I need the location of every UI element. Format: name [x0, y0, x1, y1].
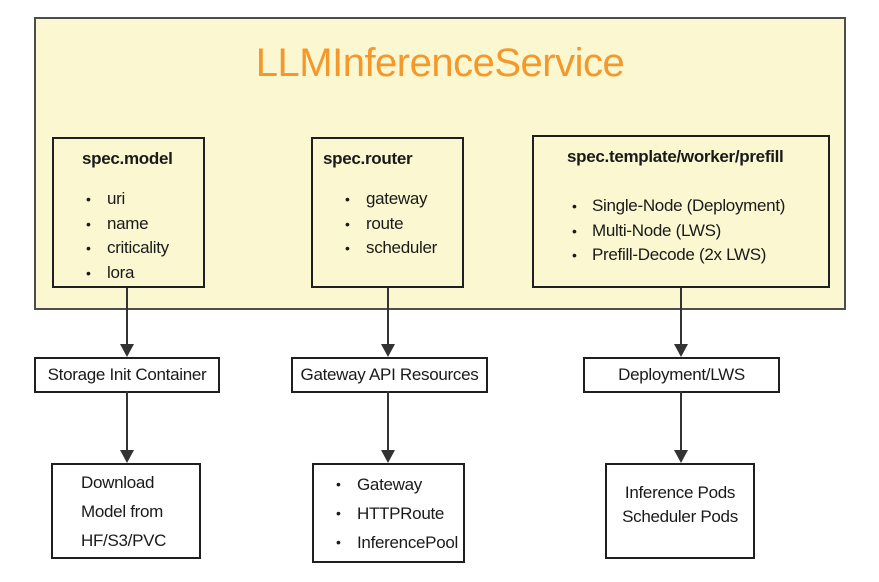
deployment-lws-box: Deployment/LWS — [583, 357, 780, 393]
spec-model-list: uri name criticality lora — [54, 187, 203, 285]
arrow-shaft — [680, 391, 682, 451]
arrow-shaft — [126, 288, 128, 345]
storage-init-container-box: Storage Init Container — [34, 357, 220, 393]
arrow-down-icon — [120, 344, 134, 357]
list-item: Single-Node (Deployment) — [534, 194, 828, 219]
list-item: HTTPRoute — [314, 499, 463, 528]
box-line: Scheduler Pods — [622, 507, 738, 526]
spec-template-worker-prefill-box: spec.template/worker/prefill Single-Node… — [532, 135, 830, 288]
list-item: Gateway — [314, 470, 463, 499]
download-model-box: Download Model from HF/S3/PVC — [51, 463, 201, 559]
box-line: Model from — [81, 501, 164, 521]
arrow-down-icon — [381, 450, 395, 463]
spec-model-box: spec.model uri name criticality lora — [52, 137, 205, 288]
arrow-down-icon — [674, 344, 688, 357]
inference-pods-box: Inference Pods Scheduler Pods — [605, 463, 755, 559]
arrow-deployment-to-pods — [674, 391, 688, 463]
list-item: Prefill-Decode (2x LWS) — [534, 243, 828, 268]
arrow-shaft — [387, 288, 389, 345]
spec-template-list: Single-Node (Deployment) Multi-Node (LWS… — [534, 194, 828, 268]
box-label: Storage Init Container — [47, 365, 207, 384]
list-item: criticality — [54, 236, 203, 261]
arrow-gateway-api-to-resources — [381, 391, 395, 463]
list-item: scheduler — [313, 236, 462, 261]
box-label: Gateway API Resources — [300, 365, 479, 384]
arrow-storage-to-download — [120, 391, 134, 463]
gateway-resources-list-box: Gateway HTTPRoute InferencePool — [312, 463, 465, 563]
list-item: InferencePool — [314, 528, 463, 557]
box-line: Download — [81, 472, 155, 492]
diagram-title: LLMInferenceService — [255, 41, 625, 85]
list-item: gateway — [313, 187, 462, 212]
list-item: route — [313, 212, 462, 237]
arrow-shaft — [126, 391, 128, 451]
spec-router-list: gateway route scheduler — [313, 187, 462, 261]
arrow-template-to-deployment — [674, 288, 688, 357]
arrow-down-icon — [674, 450, 688, 463]
list-item: uri — [54, 187, 203, 212]
box-label: Deployment/LWS — [618, 365, 745, 384]
arrow-down-icon — [120, 450, 134, 463]
list-item: Multi-Node (LWS) — [534, 219, 828, 244]
arrow-shaft — [680, 288, 682, 345]
arrow-model-to-storage — [120, 288, 134, 357]
arrow-down-icon — [381, 344, 395, 357]
arrow-router-to-gateway-api — [381, 288, 395, 357]
spec-router-box: spec.router gateway route scheduler — [311, 137, 464, 288]
box-line: Inference Pods — [624, 483, 736, 502]
spec-model-header: spec.model — [82, 149, 173, 168]
box-line: HF/S3/PVC — [81, 530, 167, 550]
list-item: lora — [54, 261, 203, 286]
spec-template-header: spec.template/worker/prefill — [567, 147, 784, 166]
spec-router-header: spec.router — [323, 149, 413, 168]
arrow-shaft — [387, 391, 389, 451]
list-item: name — [54, 212, 203, 237]
llm-inference-service-box: LLMInferenceService spec.model uri name … — [34, 17, 846, 310]
gateway-resources-list: Gateway HTTPRoute InferencePool — [314, 470, 463, 557]
gateway-api-resources-box: Gateway API Resources — [291, 357, 488, 393]
